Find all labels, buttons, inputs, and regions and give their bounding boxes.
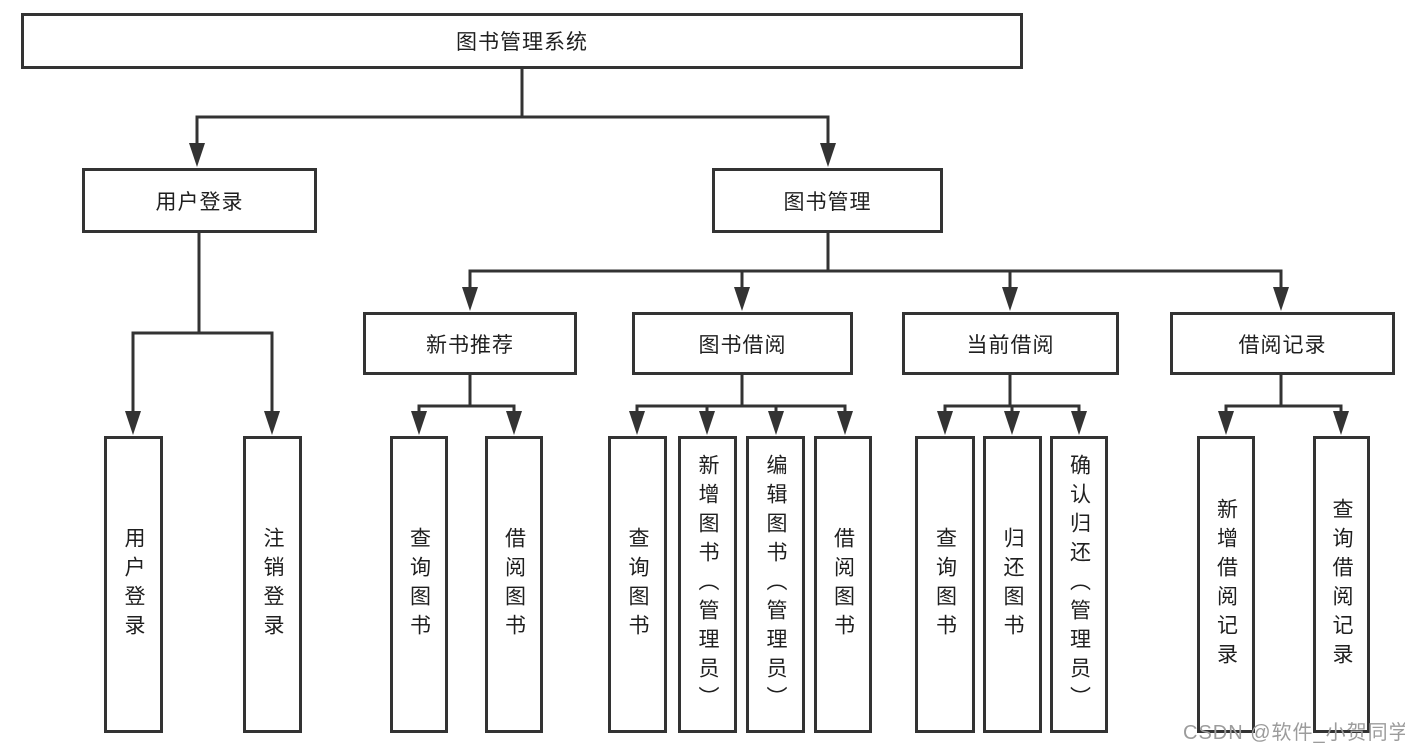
arrowhead-down-icon bbox=[1218, 411, 1234, 435]
node-current-borrow: 当前借阅 bbox=[902, 312, 1119, 375]
arrowhead-down-icon bbox=[837, 411, 853, 435]
node-label: 当前借阅 bbox=[966, 333, 1055, 357]
node-label: 用户登录 bbox=[155, 190, 244, 214]
node-borrow-add-books-admin: 新增图书（管理员） bbox=[678, 436, 737, 733]
arrowhead-down-icon bbox=[1273, 287, 1289, 311]
node-current-query-books: 查询图书 bbox=[915, 436, 975, 733]
arrowhead-down-icon bbox=[189, 143, 205, 167]
node-library-system: 图书管理系统 bbox=[21, 13, 1023, 69]
node-borrow-query-books: 查询图书 bbox=[608, 436, 667, 733]
arrowhead-down-icon bbox=[1333, 411, 1349, 435]
node-label: 新增图书（管理员） bbox=[696, 454, 719, 715]
node-records-add-record: 新增借阅记录 bbox=[1197, 436, 1255, 733]
connector-line bbox=[635, 404, 847, 418]
connector-line bbox=[195, 115, 830, 146]
node-borrow-edit-books-admin: 编辑图书（管理员） bbox=[746, 436, 805, 733]
node-label: 编辑图书（管理员） bbox=[764, 454, 787, 715]
arrowhead-down-icon bbox=[820, 143, 836, 167]
arrowhead-down-icon bbox=[699, 411, 715, 435]
node-book-borrow: 图书借阅 bbox=[632, 312, 853, 375]
arrowhead-down-icon bbox=[506, 411, 522, 435]
node-label: 注销登录 bbox=[261, 526, 284, 643]
node-newbook-query-books: 查询图书 bbox=[390, 436, 448, 733]
node-label: 确认归还（管理员） bbox=[1067, 454, 1091, 715]
node-label: 借阅图书 bbox=[831, 526, 855, 643]
arrowhead-down-icon bbox=[125, 411, 141, 435]
arrowhead-down-icon bbox=[734, 287, 750, 311]
node-newbook-borrow-books: 借阅图书 bbox=[485, 436, 543, 733]
node-label: 借阅记录 bbox=[1238, 333, 1327, 357]
arrowhead-down-icon bbox=[1071, 411, 1087, 435]
connector-line bbox=[417, 404, 516, 418]
watermark: CSDN @软件_小贺同学 bbox=[1183, 722, 1405, 744]
node-label: 新增借阅记录 bbox=[1214, 497, 1238, 672]
node-label: 借阅图书 bbox=[502, 526, 526, 643]
node-book-management: 图书管理 bbox=[712, 168, 943, 233]
node-label: 查询借阅记录 bbox=[1330, 497, 1353, 672]
connector-line bbox=[1224, 404, 1343, 418]
node-label: 归还图书 bbox=[1001, 526, 1024, 643]
arrowhead-down-icon bbox=[462, 287, 478, 311]
node-current-confirm-return-admin: 确认归还（管理员） bbox=[1050, 436, 1108, 733]
node-label: 查询图书 bbox=[626, 526, 649, 643]
connector-line bbox=[131, 331, 274, 418]
node-label: 新书推荐 bbox=[426, 333, 514, 357]
node-current-return-books: 归还图书 bbox=[983, 436, 1042, 733]
node-user-login-module: 用户登录 bbox=[82, 168, 317, 233]
node-label: 查询图书 bbox=[933, 526, 957, 643]
arrowhead-down-icon bbox=[629, 411, 645, 435]
node-label: 图书管理系统 bbox=[456, 31, 588, 54]
node-records-query-record: 查询借阅记录 bbox=[1313, 436, 1370, 733]
node-new-book-recommend: 新书推荐 bbox=[363, 312, 577, 375]
node-user-login: 用户登录 bbox=[104, 436, 163, 733]
arrowhead-down-icon bbox=[768, 411, 784, 435]
arrowhead-down-icon bbox=[1004, 411, 1020, 435]
node-label: 图书管理 bbox=[783, 190, 872, 214]
node-borrow-borrow-books: 借阅图书 bbox=[814, 436, 872, 733]
node-label: 查询图书 bbox=[407, 526, 431, 643]
arrowhead-down-icon bbox=[411, 411, 427, 435]
node-logout: 注销登录 bbox=[243, 436, 302, 733]
node-borrow-records: 借阅记录 bbox=[1170, 312, 1395, 375]
arrowhead-down-icon bbox=[1002, 287, 1018, 311]
connector-line bbox=[468, 269, 1283, 290]
arrowhead-down-icon bbox=[264, 411, 280, 435]
node-label: 图书借阅 bbox=[698, 333, 787, 357]
node-label: 用户登录 bbox=[122, 526, 145, 643]
arrowhead-down-icon bbox=[937, 411, 953, 435]
